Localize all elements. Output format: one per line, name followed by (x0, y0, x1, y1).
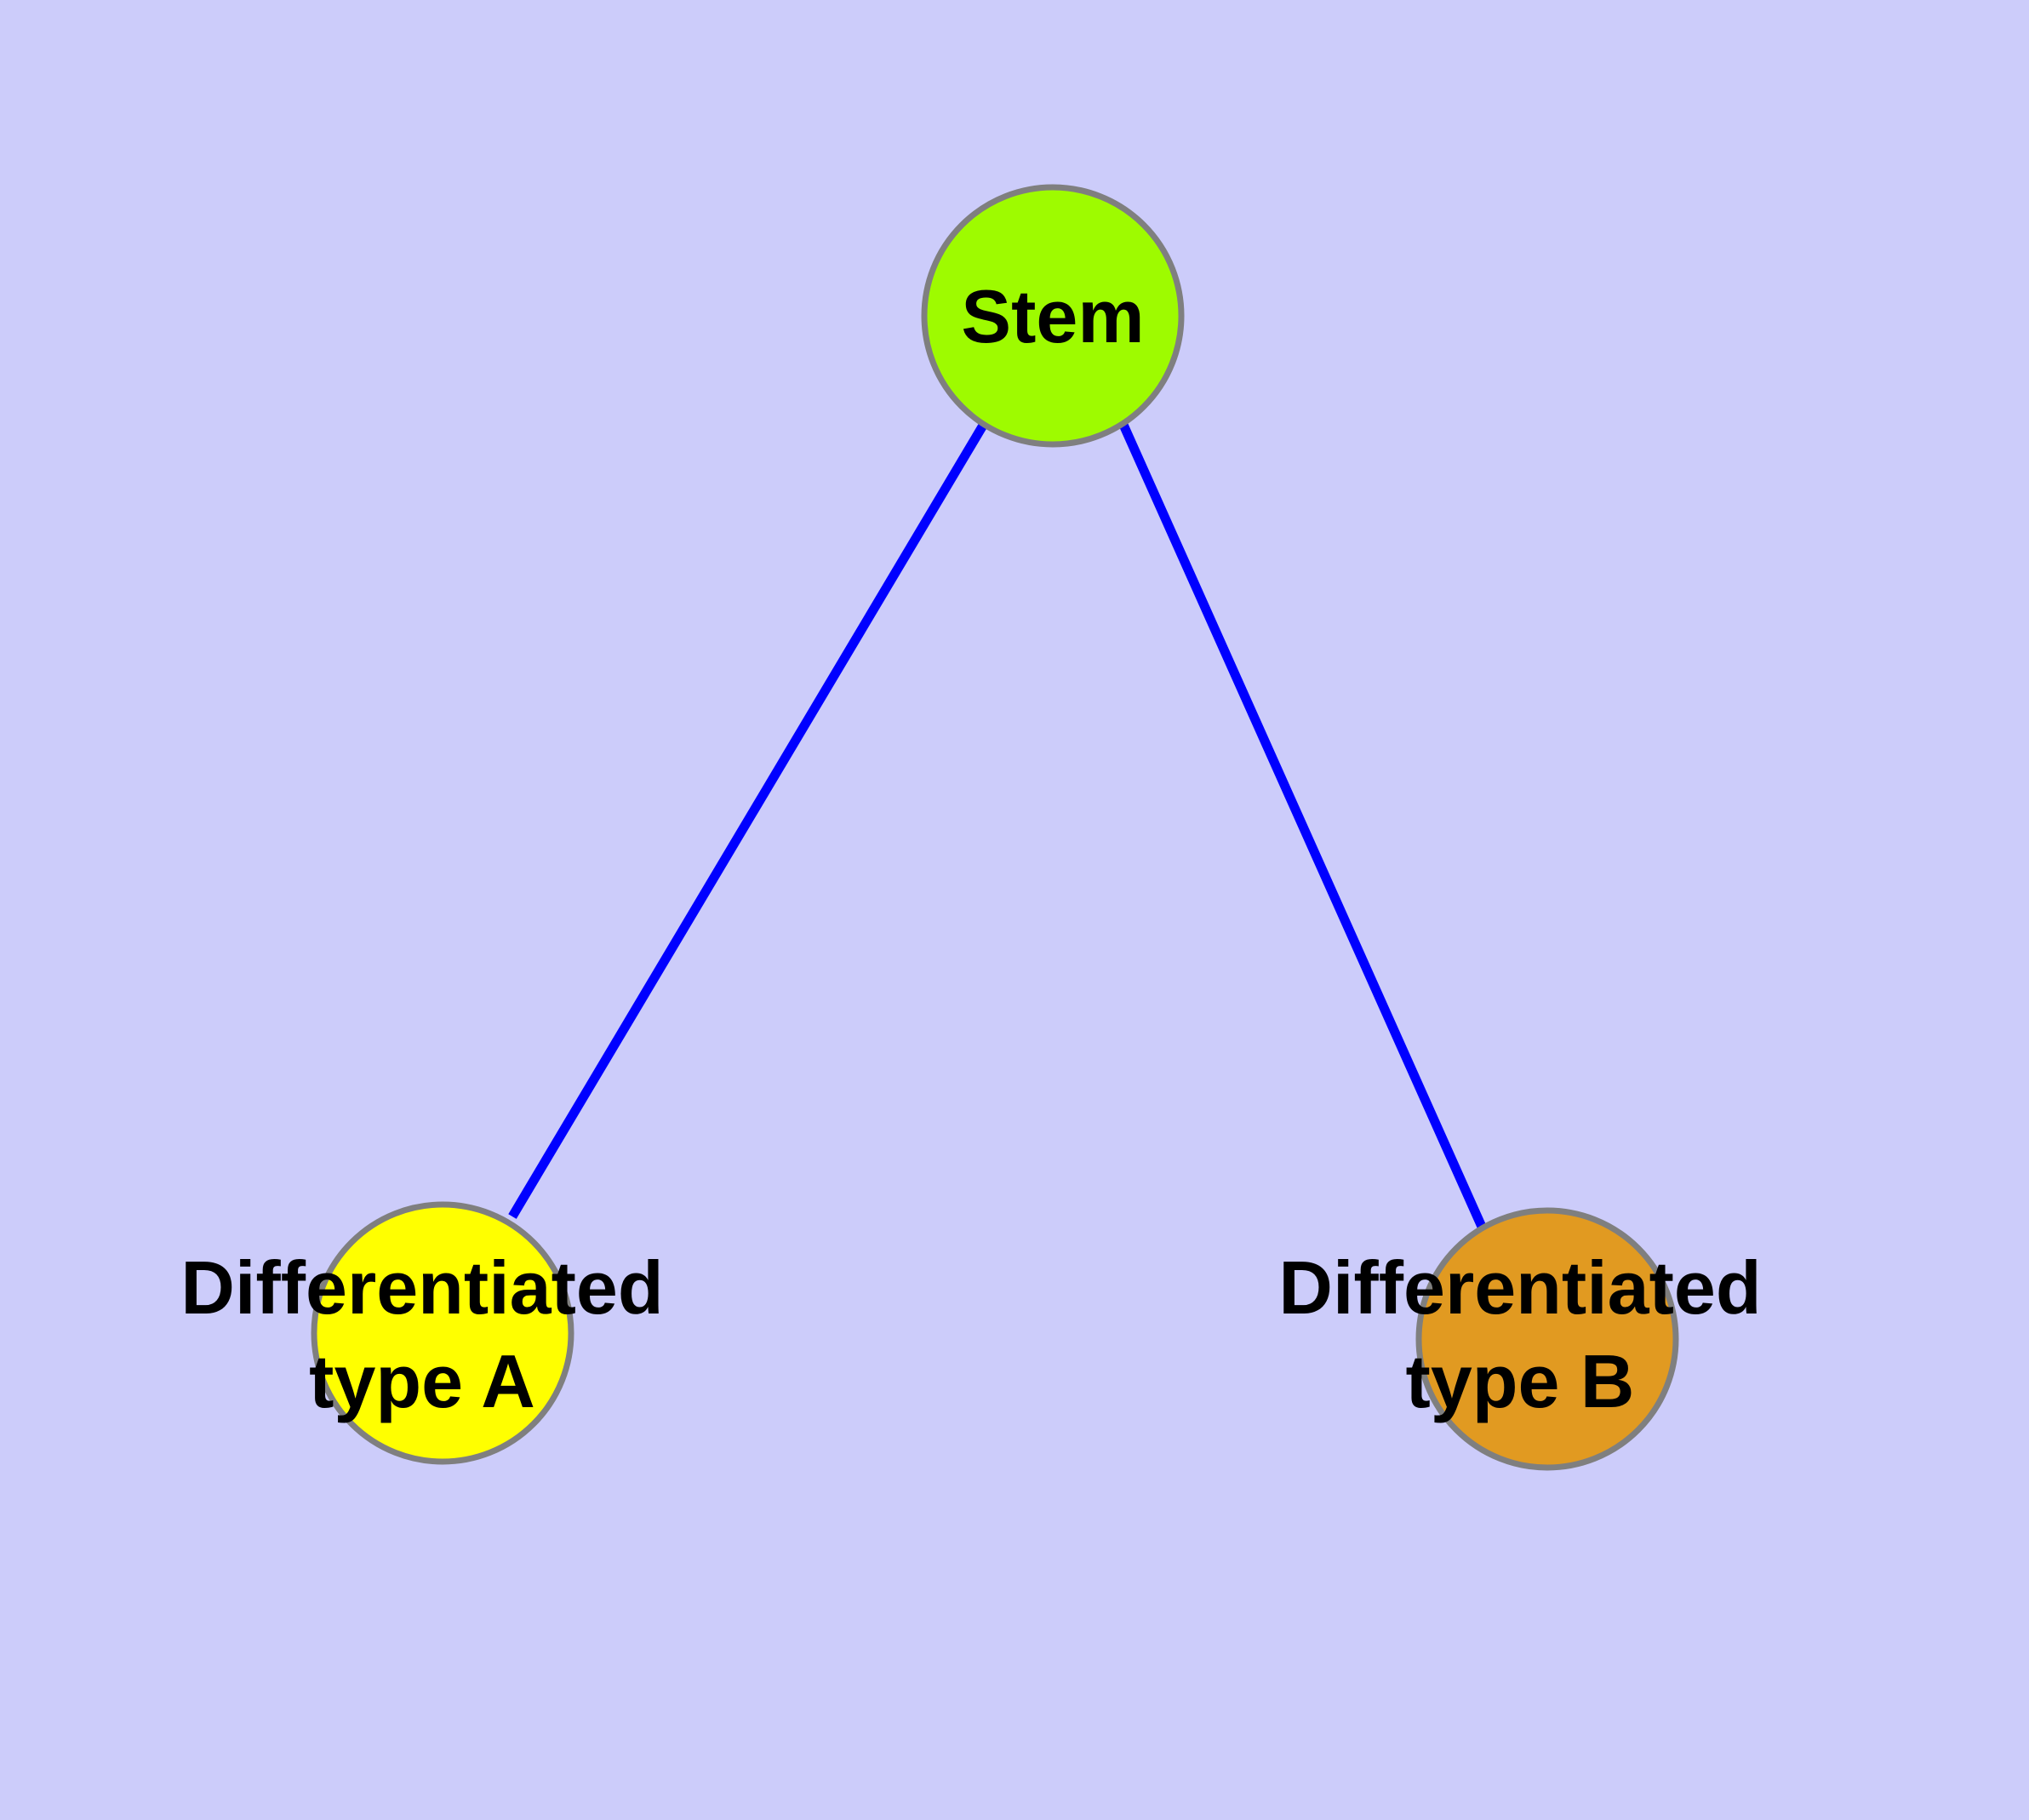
node-diff-a[interactable] (311, 1201, 574, 1465)
node-label-line: type A (309, 1339, 535, 1423)
node-circle-diff-a[interactable] (311, 1201, 574, 1465)
node-circle-stem[interactable] (921, 184, 1185, 448)
node-stem[interactable] (921, 184, 1185, 448)
edge-stem-to-diff-b (1118, 422, 1487, 1229)
node-diff-b[interactable] (1415, 1207, 1679, 1471)
node-label-line: type B (1406, 1339, 1635, 1423)
node-label-stem: Stem (961, 274, 1144, 358)
node-circle-diff-b[interactable] (1415, 1207, 1679, 1471)
edges-layer (508, 421, 1487, 1229)
node-label-diff-a: Differentiated type A (180, 1245, 663, 1423)
node-label-line: Differentiated (180, 1245, 663, 1330)
node-label-line: Stem (961, 274, 1144, 358)
node-label-diff-b: Differentiated type B (1278, 1245, 1761, 1423)
edge-stem-to-diff-a (508, 421, 988, 1219)
node-label-line: Differentiated (1278, 1245, 1761, 1330)
